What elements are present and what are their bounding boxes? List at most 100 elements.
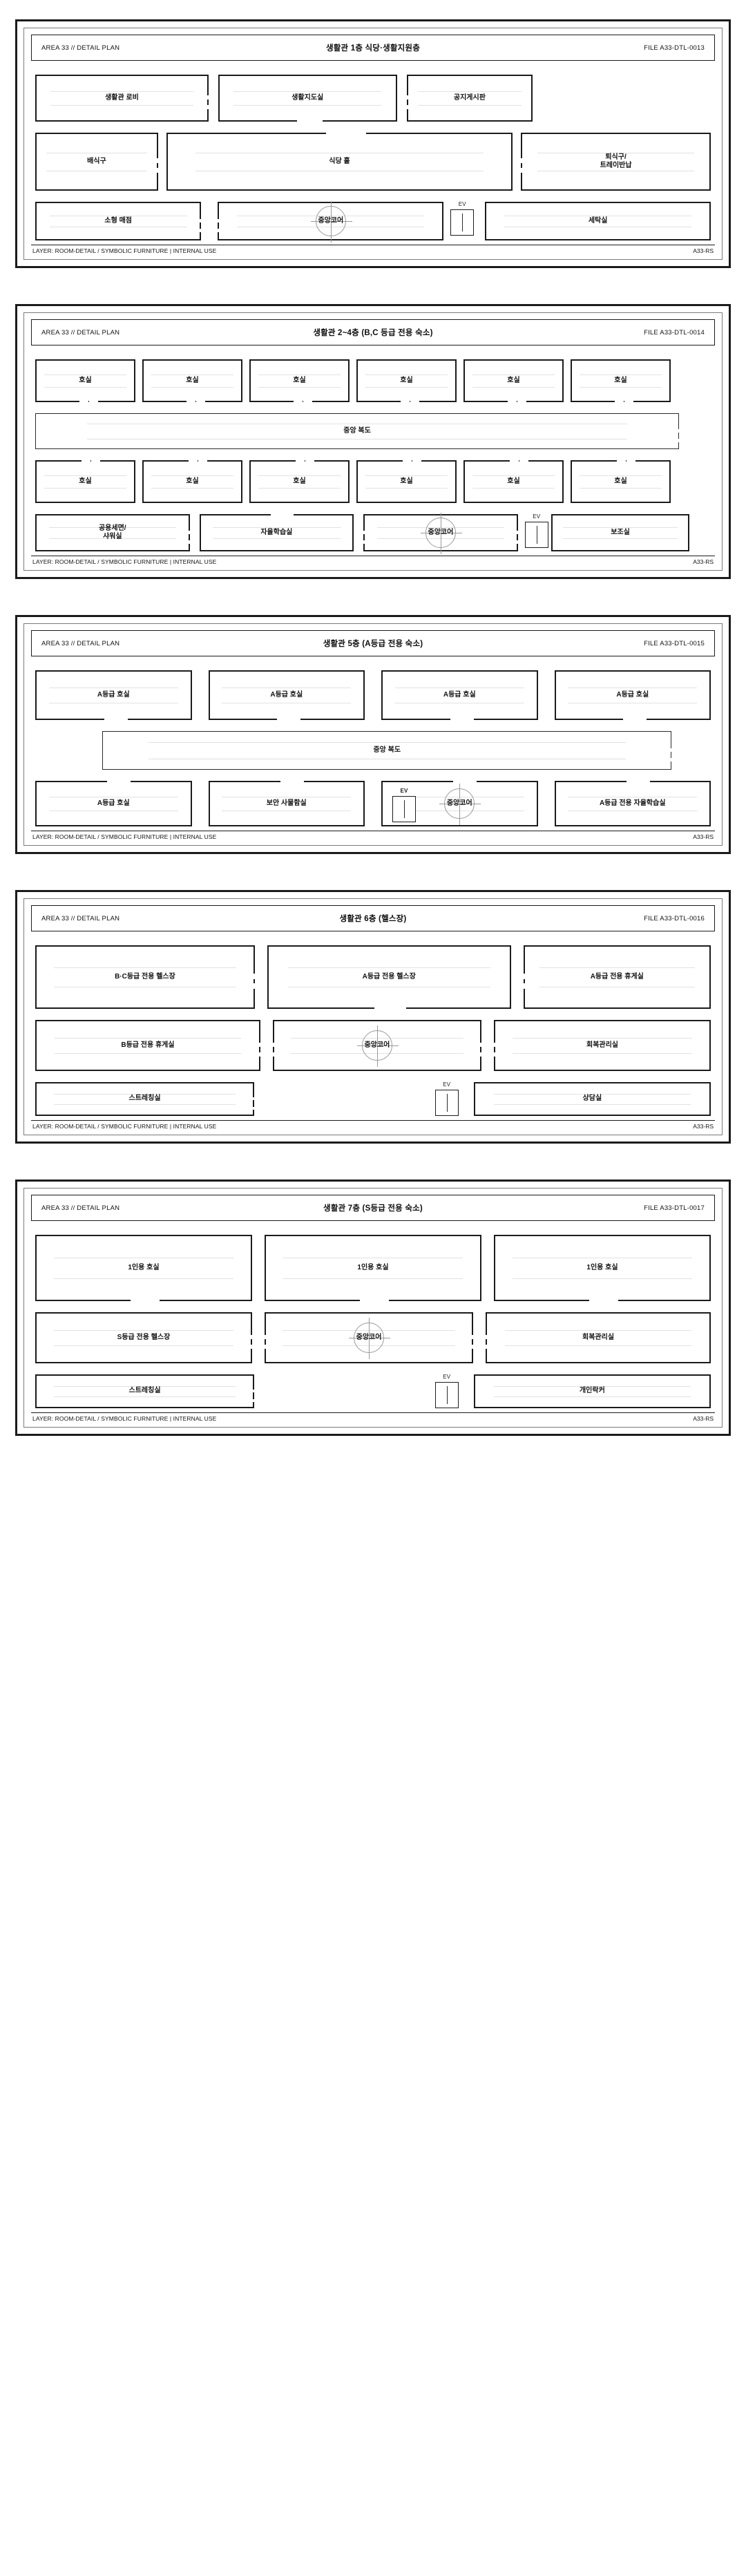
core-circle-icon (420, 513, 462, 554)
room-label: S등급 전용 헬스장 (117, 1333, 171, 1341)
room-label: 호실 (614, 477, 627, 485)
layout-spacer (671, 731, 711, 770)
room-box: A등급 호실 (554, 670, 711, 720)
room-label: 1인용 호실 (586, 1263, 618, 1271)
title-block-sheet-title: 생활관 2~4층 (B,C 등급 전용 숙소) (313, 329, 433, 337)
room-box: 중앙코어 (218, 201, 444, 243)
footer-revision-code: A33-RS (693, 558, 714, 565)
layout-gap (242, 359, 249, 402)
room-box: 호실 (249, 359, 350, 402)
door-opening-bottom (296, 120, 313, 122)
room-box: A등급 호실 (208, 670, 365, 720)
room-label: 보조실 (611, 528, 630, 536)
layout-gap (365, 670, 381, 720)
door-opening-top (107, 781, 122, 782)
room-label: A등급 전용 휴게실 (590, 972, 644, 981)
layout-gap (158, 133, 166, 191)
room-box: 보안 사물함실 (208, 781, 365, 826)
door-opening-top (280, 781, 294, 782)
door-opening-right (671, 748, 673, 752)
elevator-car-box (434, 1382, 459, 1408)
layout-spacer (35, 731, 102, 770)
title-block-sheet-title: 생활관 5층 (A등급 전용 숙소) (323, 640, 423, 648)
room-label: B등급 전용 휴게실 (121, 1041, 175, 1049)
room-box: 회복관리실 (494, 1020, 711, 1071)
door-opening-right (200, 218, 202, 222)
elevator-slot: EV (450, 202, 475, 240)
door-opening-top (626, 781, 640, 782)
room-box: 호실 (463, 359, 564, 402)
room-box: 회복관리실 (486, 1312, 711, 1363)
door-opening-left (406, 95, 408, 100)
footer-revision-code: A33-RS (693, 1123, 714, 1130)
elevator-label: EV (443, 1374, 451, 1380)
door-opening-top (81, 460, 90, 462)
plan-row-2: 중앙 복도 (35, 731, 711, 770)
layout-gap (201, 202, 218, 240)
room-label: 스트레칭실 (128, 1095, 161, 1103)
room-label: 호실 (507, 477, 520, 485)
room-box: 호실 (142, 460, 242, 503)
room-label: 보안 사물함실 (266, 799, 307, 807)
door-opening-left (523, 973, 525, 979)
room-box: 소형 매점 (35, 202, 202, 240)
room-box: 호실 (35, 460, 135, 503)
room-box: 세탁실 (485, 202, 711, 240)
door-opening-top (188, 460, 198, 462)
layout-gap (209, 75, 218, 122)
room-box: 스트레칭실 (35, 1374, 255, 1408)
core-circle-icon (439, 784, 481, 825)
layout-gap (252, 1312, 265, 1363)
door-opening-bottom (450, 719, 464, 720)
room-box: A등급 호실 (381, 670, 538, 720)
room-box: 퇴식구/ 트레이반납 (521, 133, 711, 191)
room-label: 호실 (186, 376, 199, 384)
room-box: A등급 호실 (35, 781, 192, 826)
title-block-discipline: AREA 33 // DETAIL PLAN (41, 914, 120, 922)
room-label: 중앙코어 (318, 216, 344, 225)
elevator-slot: EV (434, 1374, 459, 1408)
door-opening-top (453, 781, 468, 782)
room-label: 중앙코어 (356, 1333, 382, 1341)
layout-gap (365, 781, 381, 826)
room-label: 공지게시판 (453, 93, 486, 102)
layout-gap (252, 1235, 265, 1301)
room-box: 1인용 호실 (265, 1235, 481, 1301)
layout-gap (350, 460, 356, 503)
door-opening-bottom (360, 1300, 380, 1301)
layout-gap (474, 202, 485, 240)
layout-gap (518, 514, 525, 551)
layout-gap (443, 202, 450, 240)
door-opening-right (678, 429, 680, 433)
title-block-sheet-title: 생활관 7층 (S등급 전용 숙소) (323, 1204, 423, 1213)
room-label: 생활관 로비 (105, 93, 139, 102)
elevator-car-box (392, 796, 416, 822)
layout-gap (457, 359, 463, 402)
core-crosshair-horizontal (356, 1045, 399, 1046)
title-block-file-number: FILE A33-DTL-0016 (644, 914, 705, 922)
layout-spacer (671, 359, 711, 402)
layout-gap (135, 359, 142, 402)
core-circle-icon (349, 1318, 391, 1359)
